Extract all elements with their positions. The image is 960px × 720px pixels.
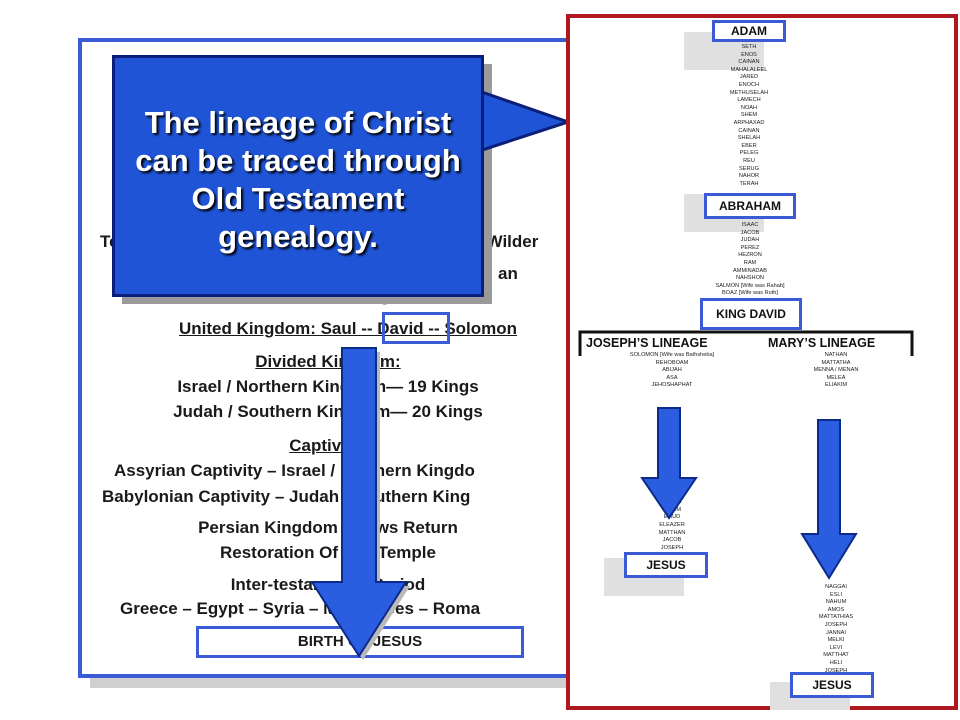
genealogy-name: CAINAN xyxy=(738,59,760,66)
callout-pointer xyxy=(474,87,573,155)
genealogy-name: JOSEPH xyxy=(824,667,848,674)
timeline-line-assyrian: Assyrian Captivity – Israel / Northern K… xyxy=(114,461,475,480)
genealogy-name: PEREZ xyxy=(740,244,760,251)
adam-box: ADAM xyxy=(712,20,786,42)
genealogy-name: REU xyxy=(743,157,755,164)
genealogy-name: NAHOR xyxy=(738,173,760,180)
genealogy-name: ELIUD xyxy=(663,514,681,521)
timeline-down-arrow xyxy=(310,347,410,660)
genealogy-name: EBER xyxy=(741,142,757,149)
genealogy-name: SHEM xyxy=(740,112,758,119)
genealogy-name: MATTATHIAS xyxy=(818,614,854,621)
genealogy-name: BOAZ [Wife was Ruth] xyxy=(722,290,778,297)
genealogy-name: JUDAH xyxy=(740,237,760,244)
lineage-bracket xyxy=(578,330,914,356)
genealogy-name: TERAH xyxy=(739,180,759,187)
genealogy-name: MAHALALEEL xyxy=(730,66,768,73)
genealogy-name: LAMECH xyxy=(737,97,761,104)
genealogy-name: METHUSELAH xyxy=(729,89,769,96)
genealogy-name: LEVI xyxy=(829,644,843,651)
genealogy-name: ELIAKIM xyxy=(824,382,848,389)
genealogy-name: JOSEPH xyxy=(824,621,848,628)
genealogy-name: REHOBOAM xyxy=(655,359,689,366)
genealogy-name: JARED xyxy=(739,74,759,81)
genealogy-name: MATTATHA xyxy=(821,359,851,366)
genealogy-name: MELEA xyxy=(826,374,846,381)
genealogy-name: JOSEPH xyxy=(660,544,684,551)
genealogy-name: MELKI xyxy=(827,637,845,644)
genealogy-name: AMOS xyxy=(827,606,845,613)
genealogy-name: AMMINADAB xyxy=(733,267,767,274)
joseph-jesus-box: JESUS xyxy=(624,552,708,578)
genealogy-name: RAM xyxy=(743,259,757,266)
genealogy-name: ISAAC xyxy=(741,222,759,228)
genealogy-name: MATTHAT xyxy=(823,652,849,659)
genealogy-name: NAHSHON xyxy=(736,275,764,282)
callout-box: The lineage of Christ can be traced thro… xyxy=(112,55,484,297)
timeline-line-persian: Persian Kingdom – Jews Return xyxy=(198,518,458,537)
genealogy-name: JEHOSHAPHAT xyxy=(651,382,693,389)
abraham-box: ABRAHAM xyxy=(704,193,796,219)
genealogy-name: NOAH xyxy=(740,104,758,111)
timeline-line-judah: Judah / Southern Kingdom— 20 Kings xyxy=(173,402,483,421)
david-highlight-box xyxy=(382,312,450,344)
genealogy-name: ENOCH xyxy=(738,81,760,88)
genealogy-name: JACOB xyxy=(740,229,760,236)
genealogy-name: ENOS xyxy=(741,51,757,58)
genealogy-name: SALMON [Wife was Rahab] xyxy=(715,282,785,289)
genealogy-name: NAHUM xyxy=(825,599,847,606)
genealogy-name: ELEAZER xyxy=(659,521,685,528)
timeline-line-united-kingdom: United Kingdom: Saul -- David -- Solomon xyxy=(178,319,518,338)
genealogy-name: ARPHAXAD xyxy=(733,119,765,126)
king-david-box: KING DAVID xyxy=(700,298,802,330)
genealogy-name: PELEG xyxy=(739,150,759,157)
timeline-line-israel: Israel / Northern Kingdom— 19 Kings xyxy=(177,377,479,396)
genealogy-name: SHELAH xyxy=(737,135,761,142)
timeline-line-restoration: Restoration Of The Temple xyxy=(220,543,436,562)
genealogy-name: SETH xyxy=(741,44,757,50)
genealogy-name: ABIJAH xyxy=(662,367,682,374)
mary-jesus-box: JESUS xyxy=(790,672,874,698)
timeline-line-canaan: an xyxy=(498,264,518,283)
joseph-lineage-label: JOSEPH’S LINEAGE xyxy=(584,336,710,350)
genealogy-name: HELI xyxy=(829,659,843,666)
genealogy-name: JACOB xyxy=(662,537,682,544)
genealogy-name: MENNA / MENAN xyxy=(813,367,859,374)
genealogy-name: HEZRON xyxy=(738,252,762,259)
mary-down-arrow xyxy=(800,419,858,580)
genealogy-name: ASA xyxy=(666,374,678,381)
genealogy-name: SOLOMON [Wife was Bathsheba] xyxy=(629,352,715,358)
genealogy-name: SERUG xyxy=(739,165,759,172)
genealogy-name: NAGGAI xyxy=(825,584,847,590)
mary-lineage-label: MARY’S LINEAGE xyxy=(766,336,878,350)
joseph-down-arrow xyxy=(640,407,698,520)
genealogy-name: ESLI xyxy=(829,591,843,598)
genealogy-name: JANNAI xyxy=(826,629,846,636)
genealogy-name: MATTHAN xyxy=(658,529,686,536)
genealogy-name: NATHAN xyxy=(824,352,848,358)
genealogy-name: CAINAN xyxy=(738,127,760,134)
